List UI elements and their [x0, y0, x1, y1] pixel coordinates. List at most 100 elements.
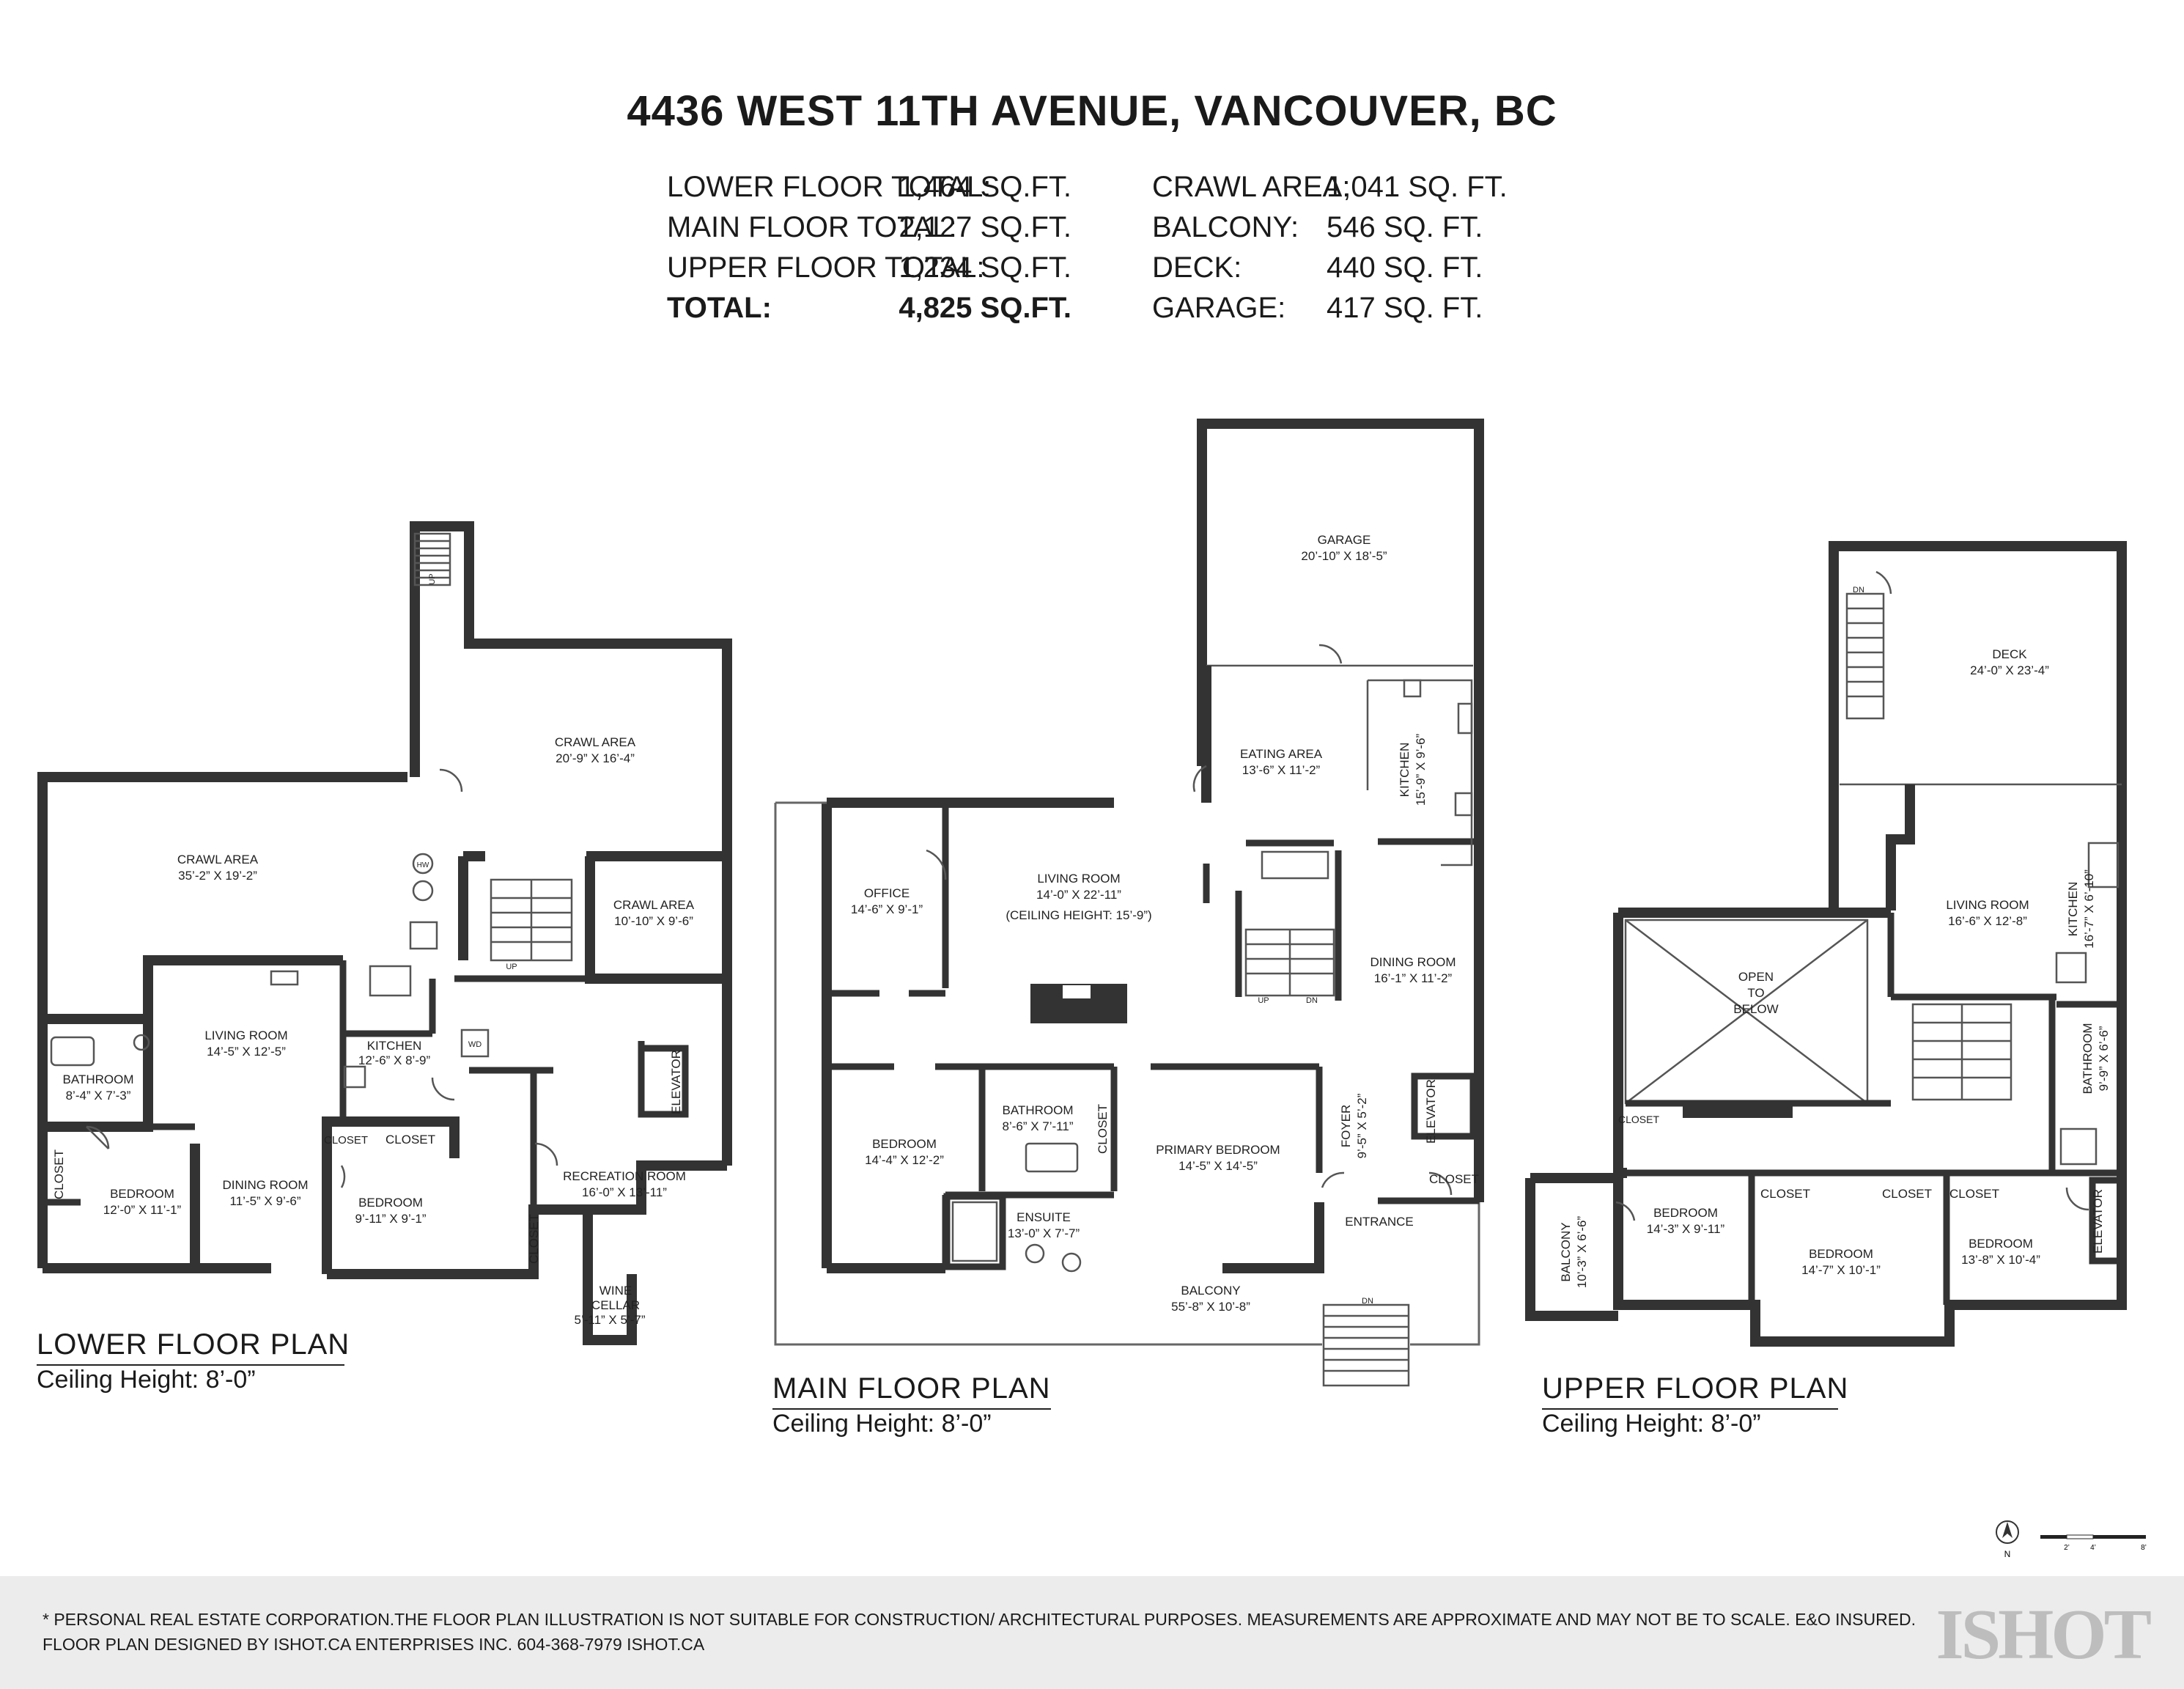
room-name: BEDROOM — [1809, 1247, 1873, 1261]
room-name: EATING AREA — [1240, 747, 1323, 761]
room-dimensions: 13’-6” X 11’-2” — [1242, 763, 1321, 777]
room-name: BEDROOM — [1969, 1237, 2033, 1251]
room-dimensions: 13’-8” X 10’-4” — [1961, 1253, 2040, 1267]
closet-label: CLOSET — [1429, 1172, 1479, 1186]
room-name: BALCONY — [1181, 1284, 1240, 1298]
area-label: LOWER FLOOR TOTAL: — [667, 171, 992, 203]
room-dimensions: 11’-5” X 9’-6” — [230, 1194, 301, 1208]
room-dimensions: 15’-9” X 9’-6” — [1414, 734, 1428, 806]
open-to-below-label: BELOW — [1733, 1002, 1778, 1016]
room-note: (CEILING HEIGHT: 15’-9”) — [1006, 908, 1151, 922]
room-name: KITCHEN — [2066, 882, 2080, 937]
room-dimensions: 14’-6” X 9’-1” — [851, 902, 923, 916]
elevator-label: ELEVATOR — [2091, 1189, 2105, 1254]
room-dimensions: 14’-4” X 12’-2” — [865, 1153, 944, 1167]
ishot-logo: ISHOT — [1936, 1595, 2152, 1674]
closet-label: CLOSET — [1882, 1187, 1932, 1201]
room-name: BALCONY — [1559, 1222, 1573, 1281]
elevator-label: ELEVATOR — [1424, 1079, 1438, 1144]
upper-floor-title: UPPER FLOOR PLAN Ceiling Height: 8’-0” — [1542, 1372, 1848, 1438]
stair-up-label: UP — [1258, 996, 1269, 1005]
area-value: 4,825 SQ.FT. — [899, 292, 1071, 324]
room-name: CELLAR — [591, 1298, 640, 1312]
room-dimensions: 20’-9” X 16’-4” — [556, 751, 635, 765]
open-to-below-label: OPEN — [1738, 970, 1774, 984]
room-name: CRAWL AREA — [613, 898, 695, 912]
area-value: 2,127 SQ.FT. — [899, 211, 1071, 243]
room-name: DECK — [1992, 647, 2027, 661]
room-name: LIVING ROOM — [1037, 872, 1120, 886]
closet-label: CLOSET — [1618, 1114, 1659, 1125]
room-name: GARAGE — [1318, 533, 1371, 547]
room-dimensions: 35’-2” X 19’-2” — [178, 869, 257, 883]
lower-floor-title: LOWER FLOOR PLAN Ceiling Height: 8’-0” — [37, 1328, 350, 1394]
stair-down-label: DN — [1306, 996, 1318, 1005]
north-arrow-icon: N — [1996, 1520, 2019, 1559]
area-value: 1,464 SQ.FT. — [899, 171, 1071, 203]
room-dimensions: 16’-0” X 13’-11” — [582, 1185, 667, 1199]
stair-up-label: UP — [506, 963, 517, 971]
elevator-label: ELEVATOR — [669, 1050, 683, 1114]
room-name: PRIMARY BEDROOM — [1156, 1143, 1280, 1157]
room-name: KITCHEN — [367, 1039, 422, 1053]
room-name: DINING ROOM — [1370, 955, 1456, 969]
stair-down-label: DN — [1362, 1297, 1373, 1306]
ceiling-height: Ceiling Height: 8’-0” — [1542, 1410, 1761, 1438]
room-dimensions: 16’-7” X 6’-10” — [2082, 869, 2096, 949]
room-name: CRAWL AREA — [177, 853, 259, 866]
north-label: N — [2004, 1549, 2011, 1559]
room-dimensions: 55’-8” X 10’-8” — [1171, 1300, 1250, 1314]
hot-water-label: HW — [417, 861, 429, 869]
room-dimensions: 14’-5” X 12’-5” — [207, 1045, 286, 1059]
main-floor-plan: GARAGE 20’-10” X 18’-5” EATING AREA 13’-… — [774, 419, 1484, 1387]
stair-down-label: DN — [1853, 586, 1864, 595]
room-dimensions: 24’-0” X 23’-4” — [1970, 663, 2049, 677]
room-dimensions: 14’-7” X 10’-1” — [1801, 1263, 1881, 1277]
room-name: LIVING ROOM — [1946, 898, 2029, 912]
room-name: LIVING ROOM — [204, 1029, 287, 1042]
room-dimensions: 8’-4” X 7’-3” — [66, 1089, 131, 1103]
room-dimensions: 8’-6” X 7’-11” — [1003, 1119, 1074, 1133]
room-name: BEDROOM — [1653, 1206, 1718, 1220]
stair-up-label: UP — [428, 573, 437, 584]
disclaimer: * PERSONAL REAL ESTATE CORPORATION.THE F… — [43, 1607, 1916, 1657]
lower-floor-plan: CRAWL AREA 35’-2” X 19’-2” CRAWL AREA 20… — [37, 521, 732, 1345]
ceiling-height: Ceiling Height: 8’-0” — [772, 1410, 992, 1438]
closet-label: CLOSET — [1096, 1104, 1110, 1154]
closet-label: CLOSET — [52, 1149, 66, 1199]
area-label: UPPER FLOOR TOTAL: — [667, 251, 985, 284]
scale-tick: 2’ — [2064, 1544, 2070, 1552]
scale-tick: 4’ — [2090, 1544, 2096, 1552]
scale-bar: 2’ 4’ 8’ — [2040, 1534, 2147, 1552]
room-name: BATHROOM — [63, 1072, 134, 1086]
scale-tick: 8’ — [2141, 1544, 2147, 1552]
area-label: GARAGE: — [1152, 292, 1286, 324]
room-dimensions: 10’-3” X 6’-6” — [1575, 1216, 1589, 1289]
washer-dryer-label: WD — [468, 1040, 482, 1049]
room-name: RECREATION ROOM — [563, 1169, 686, 1183]
disclaimer-line: * PERSONAL REAL ESTATE CORPORATION.THE F… — [43, 1610, 1916, 1629]
room-name: CRAWL AREA — [555, 735, 636, 749]
area-label: MAIN FLOOR TOTAL: — [667, 211, 957, 243]
room-name: ENSUITE — [1017, 1210, 1071, 1224]
room-dimensions: 9’-11” X 9’-1” — [355, 1212, 427, 1226]
room-name: BATHROOM — [2081, 1023, 2095, 1094]
area-value: 1,234 SQ.FT. — [899, 251, 1071, 284]
room-dimensions: 5’-11” X 5’-7” — [575, 1313, 646, 1327]
room-dimensions: 14’-5” X 14’-5” — [1178, 1159, 1258, 1173]
title-underline — [772, 1408, 1051, 1410]
closet-label: CLOSET — [1949, 1187, 1999, 1201]
room-dimensions: 20’-10” X 18’-5” — [1301, 549, 1387, 563]
room-name: BEDROOM — [872, 1137, 937, 1151]
room-name: OFFICE — [864, 886, 910, 900]
room-name: BEDROOM — [110, 1187, 174, 1201]
area-label: TOTAL: — [667, 292, 772, 324]
room-dimensions: 13’-0” X 7’-7” — [1008, 1226, 1080, 1240]
area-label: CRAWL AREA: — [1152, 171, 1351, 203]
property-address: 4436 WEST 11TH AVENUE, VANCOUVER, BC — [627, 87, 1557, 135]
entrance-label: ENTRANCE — [1345, 1215, 1414, 1229]
room-name: FOYER — [1339, 1105, 1353, 1148]
room-name: BATHROOM — [1003, 1103, 1074, 1117]
plan-title: LOWER FLOOR PLAN — [37, 1328, 350, 1361]
